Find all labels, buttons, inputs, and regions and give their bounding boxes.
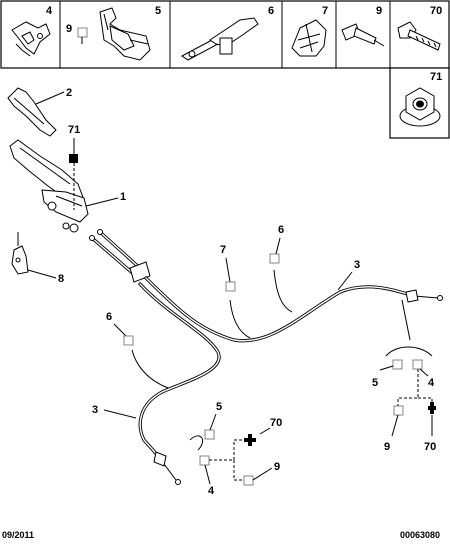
callout-6-top: 6	[278, 224, 284, 236]
callout-1: 1	[120, 191, 126, 203]
handbrake-lever	[9, 139, 89, 233]
header-label-4: 4	[46, 5, 53, 17]
callout-71: 71	[68, 124, 80, 136]
header-label-7: 7	[322, 5, 328, 17]
header-label-70: 70	[430, 5, 442, 17]
callout-right-9: 9	[384, 441, 390, 453]
nut-ref-filled-marker	[69, 154, 78, 163]
bolt-part-70-icon	[397, 21, 441, 51]
rivet-part-9-icon	[341, 23, 385, 47]
leader-3-right	[337, 271, 353, 291]
cable-sleeve-7	[229, 299, 251, 339]
footer-date: 09/2011	[2, 530, 34, 540]
marker-6-top	[269, 253, 280, 264]
header-label-9: 9	[376, 5, 382, 17]
plus-marker-left	[244, 434, 256, 446]
left-fitting-group	[189, 413, 273, 486]
callout-left-70: 70	[270, 417, 282, 429]
header-label-5: 5	[155, 5, 161, 17]
callout-6-left: 6	[106, 311, 112, 323]
footer-code: 00063080	[400, 530, 440, 540]
plus-marker-right	[428, 402, 436, 414]
callout-left-9: 9	[274, 461, 280, 473]
callout-2: 2	[66, 87, 72, 99]
leader-6-left	[113, 323, 127, 337]
marker-6-left	[123, 335, 134, 346]
switch-part-8	[11, 232, 29, 275]
cable-clip-part-6-icon	[181, 17, 259, 61]
cable-sleeve-6-left	[131, 349, 169, 389]
clip-part-4-icon	[11, 21, 51, 57]
callout-3-left: 3	[92, 404, 98, 416]
leader-6-top	[275, 237, 281, 255]
lever-grip-part-2	[7, 87, 57, 137]
bracket-part-5-icon	[77, 7, 151, 61]
right-cable-part-3	[144, 276, 443, 343]
callout-8: 8	[58, 273, 64, 285]
leader-1	[85, 197, 119, 207]
right-fitting-group	[379, 299, 433, 437]
callout-left-4: 4	[208, 485, 215, 497]
header-parts-strip	[0, 0, 450, 139]
hex-nut-part-71-icon	[399, 87, 441, 127]
short-cable-pair	[89, 229, 151, 283]
header-label-9-inner: 9	[66, 23, 72, 35]
leader-3-left	[103, 409, 137, 419]
leader-8	[27, 269, 57, 279]
callout-left-5: 5	[216, 401, 222, 413]
callout-7: 7	[220, 244, 226, 256]
marker-7	[225, 281, 236, 292]
callout-3-right: 3	[354, 259, 360, 271]
header-label-71: 71	[430, 71, 442, 83]
header-label-6: 6	[268, 5, 274, 17]
callout-right-70: 70	[424, 441, 436, 453]
callout-right-5: 5	[372, 377, 378, 389]
left-cable-part-3	[138, 282, 221, 485]
callout-right-4: 4	[428, 377, 435, 389]
leader-7	[225, 257, 231, 283]
spring-clip-part-7-icon	[291, 19, 327, 57]
leader-2	[35, 91, 65, 105]
cable-sleeve-6-top	[273, 269, 293, 313]
